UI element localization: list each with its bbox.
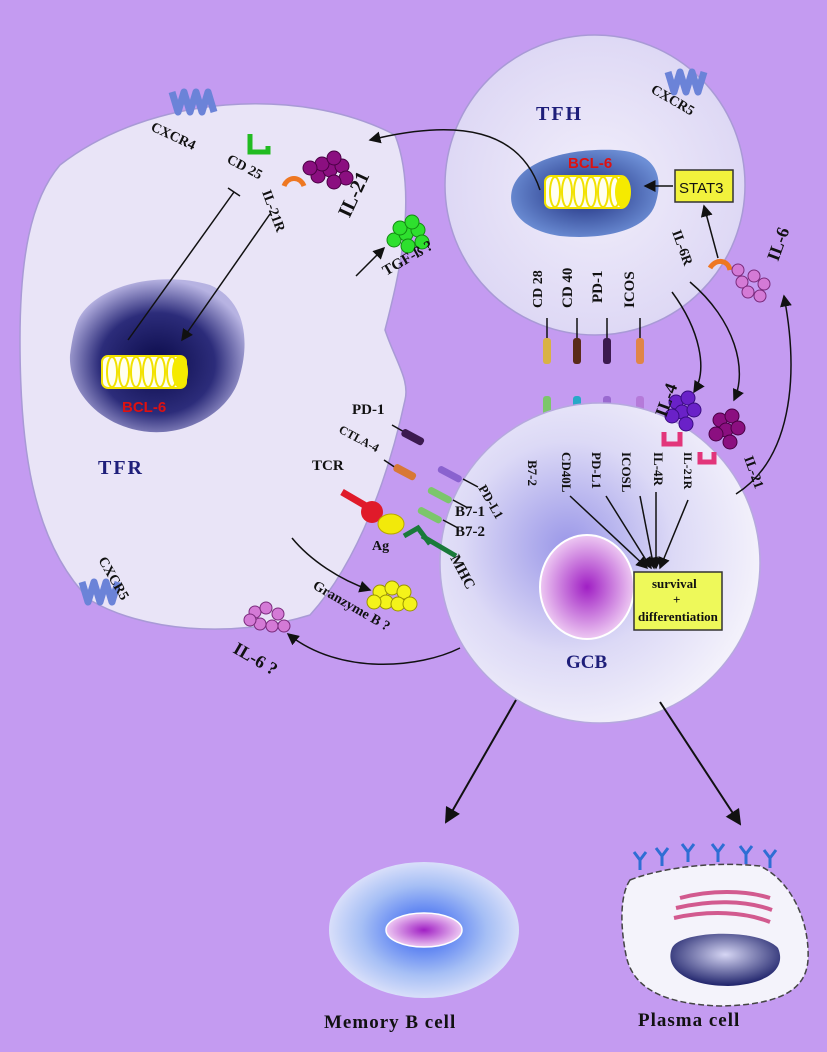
il6-right-label: IL-6 xyxy=(763,225,793,264)
gcb-pdl1-label: PD-L1 xyxy=(589,452,604,489)
il6-cytokine-right-icon xyxy=(731,263,771,303)
tfh-cxcr5-receptor-icon xyxy=(664,68,708,96)
plasma-er-icon xyxy=(673,890,773,924)
tgfb-cytokine-icon xyxy=(386,214,430,254)
plasma-cell-label: Plasma cell xyxy=(638,1010,740,1031)
tfr-pd1-label: PD-1 xyxy=(352,402,385,418)
tfh-pd1-label: PD-1 xyxy=(590,271,606,304)
tfr-bcl6-label: BCL-6 xyxy=(122,399,166,416)
gcb-cell-name: GCB xyxy=(566,652,608,673)
signal-arrows xyxy=(127,129,792,826)
cxcr4-receptor-icon xyxy=(168,88,218,116)
tfh-icos-label: ICOS xyxy=(622,271,638,308)
gcb-b71-stick xyxy=(427,487,469,509)
il4-cytokine-icon xyxy=(664,390,702,432)
il21-cytokine-top-icon xyxy=(302,150,354,190)
plasma-nucleus xyxy=(670,933,781,986)
gcb-b72-stick xyxy=(417,507,459,529)
gcb-icosl-label: ICOSL xyxy=(619,452,634,493)
differentiation-label: differentiation xyxy=(638,609,719,624)
stat3-box xyxy=(674,169,734,203)
il4r-receptor-icon xyxy=(661,432,683,447)
cd25-receptor-icon xyxy=(247,134,271,155)
tfh-cell-name: TFH xyxy=(536,103,583,125)
memory-b-cell-label: Memory B cell xyxy=(324,1012,456,1033)
granzyme-cytokine-icon xyxy=(366,580,418,612)
tfr-cell-name: TFR xyxy=(98,457,144,479)
tfr-cxcr5-receptor-icon xyxy=(78,578,122,606)
memory-b-nucleus xyxy=(385,912,463,948)
antibody-icons xyxy=(632,843,778,870)
tfh-bcl6-chromatin xyxy=(544,175,631,209)
gcb-b72-left-label: B7-2 xyxy=(455,524,485,540)
gcb-pdl1-stick xyxy=(437,466,479,488)
survival-label: survival xyxy=(652,576,697,591)
il21-cytokine-right-icon xyxy=(708,408,746,450)
stat3-label: STAT3 xyxy=(679,180,723,197)
il21r-gcb-receptor-icon xyxy=(697,452,717,465)
tfr-pd1-stick xyxy=(391,424,425,446)
gcb-ag-label: Ag xyxy=(372,539,389,554)
tfh-cd40-label: CD 40 xyxy=(560,268,576,308)
signal-arrows-to-survival xyxy=(569,492,689,570)
tfh-receptor-sticks xyxy=(543,318,644,364)
gcb-il4r-label: IL-4R xyxy=(651,452,666,487)
gcb-nucleus xyxy=(539,534,635,640)
tcr-complex-icon xyxy=(340,488,458,559)
gcb-il21r-label: IL-21R xyxy=(681,452,695,490)
gcb-cd40l-label: CD40L xyxy=(559,452,574,493)
il6-bottom-label: IL-6 ? xyxy=(230,638,281,679)
gcb-b72-label: B7-2 xyxy=(525,460,540,486)
gcb-b71-label: B7-1 xyxy=(455,504,485,520)
tfh-cd28-label: CD 28 xyxy=(531,270,546,308)
il21-right-label: IL-21 xyxy=(740,454,766,491)
il6-cytokine-bottom-icon xyxy=(243,601,291,633)
tfr-bcl6-chromatin xyxy=(101,355,188,389)
tfr-tcr-label: TCR xyxy=(312,458,344,474)
survival-box xyxy=(633,571,723,631)
il6r-receptor-icon xyxy=(707,259,733,271)
il21r-receptor-icon xyxy=(281,176,307,188)
survival-plus-label: + xyxy=(673,592,680,607)
tfh-bcl6-label: BCL-6 xyxy=(568,155,612,172)
tfr-ctla4-stick xyxy=(383,459,417,481)
